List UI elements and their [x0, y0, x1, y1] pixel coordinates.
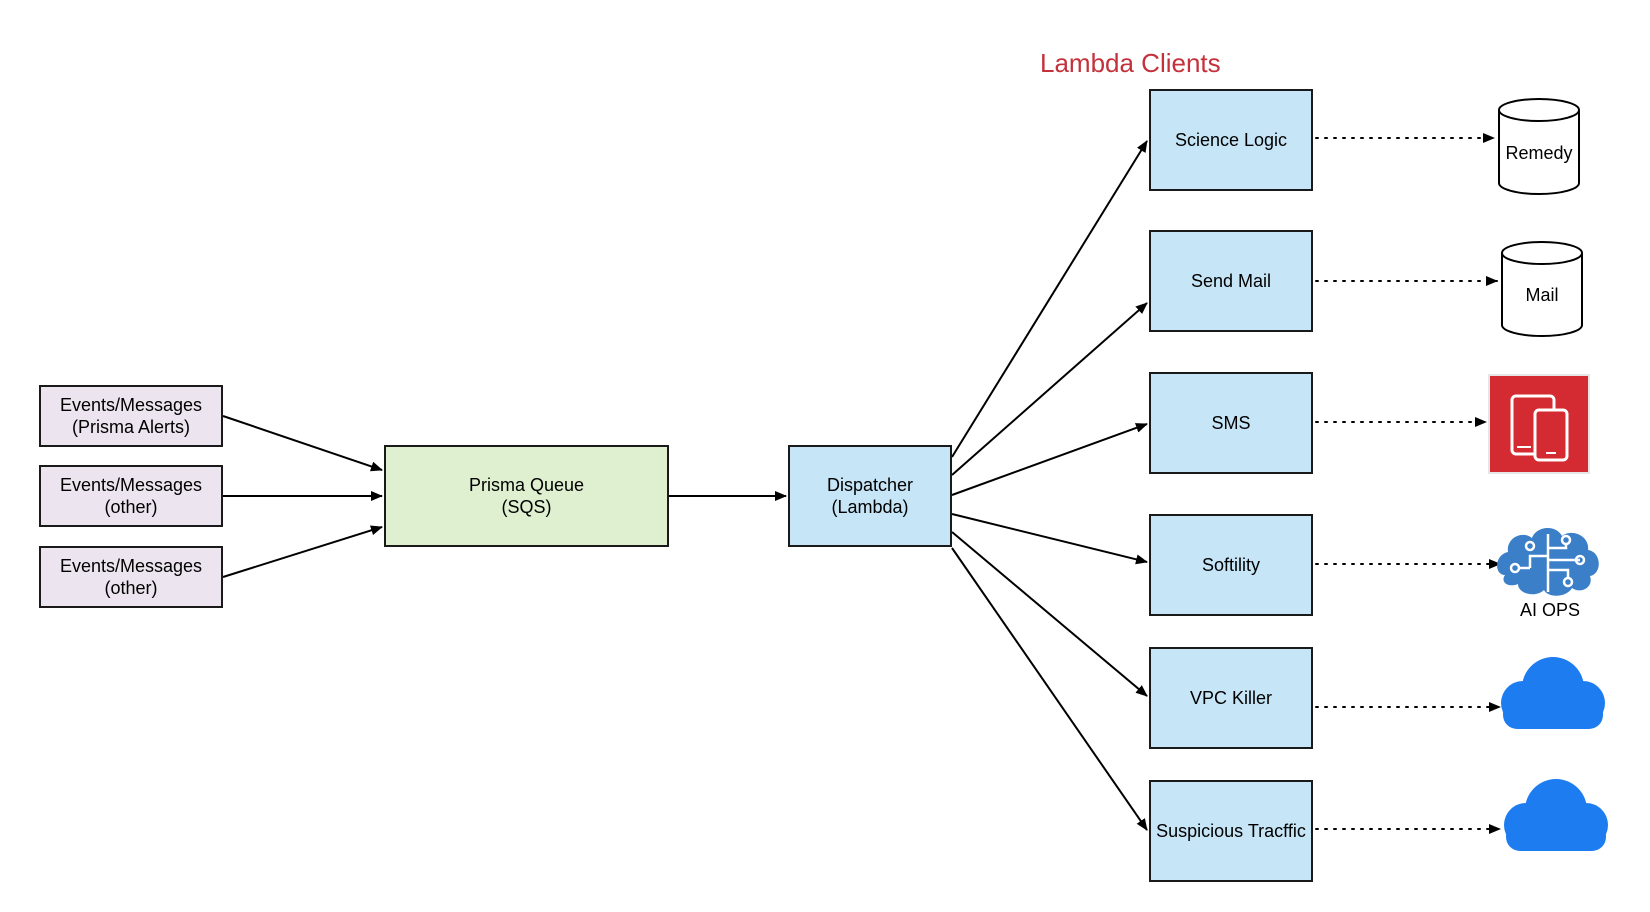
- ai-ops-label: AI OPS: [1519, 600, 1581, 620]
- source-node-prisma-alerts: Events/Messages (Prisma Alerts): [39, 385, 223, 447]
- edge-dispatcher-vpc-killer: [951, 531, 1148, 697]
- client-node-suspicious-traffic: Suspicious Tracffic: [1149, 780, 1313, 882]
- remedy-label: Remedy: [1505, 143, 1573, 163]
- source-node-other-2: Events/Messages (other): [39, 546, 223, 608]
- database-cylinder-icon: [1501, 241, 1583, 337]
- database-cylinder-icon: [1498, 98, 1580, 195]
- prisma-queue-node: Prisma Queue (SQS): [384, 445, 669, 547]
- client-node-vpc-killer: VPC Killer: [1149, 647, 1313, 749]
- client-node-send-mail: Send Mail: [1149, 230, 1313, 332]
- edge-source3-queue: [222, 525, 383, 578]
- source-node-other-1: Events/Messages (other): [39, 465, 223, 527]
- dispatcher-node: Dispatcher (Lambda): [788, 445, 952, 547]
- edge-dispatcher-sms: [951, 423, 1148, 496]
- cloud-icon: [1501, 657, 1605, 729]
- edge-dispatcher-suspicious-traffic: [951, 547, 1148, 831]
- mobile-devices-icon: [1488, 374, 1590, 474]
- edge-dispatcher-science-logic: [951, 140, 1148, 458]
- edge-source1-queue: [222, 415, 383, 472]
- edge-dispatcher-softility: [951, 513, 1148, 565]
- edge-dispatcher-send-mail: [951, 302, 1148, 476]
- mail-label: Mail: [1525, 285, 1559, 305]
- client-node-softility: Softility: [1149, 514, 1313, 616]
- client-node-science-logic: Science Logic: [1149, 89, 1313, 191]
- cloud-icon: [1504, 779, 1608, 851]
- lambda-clients-title: Lambda Clients: [1040, 48, 1221, 78]
- brain-circuit-icon: [1497, 527, 1599, 596]
- client-node-sms: SMS: [1149, 372, 1313, 474]
